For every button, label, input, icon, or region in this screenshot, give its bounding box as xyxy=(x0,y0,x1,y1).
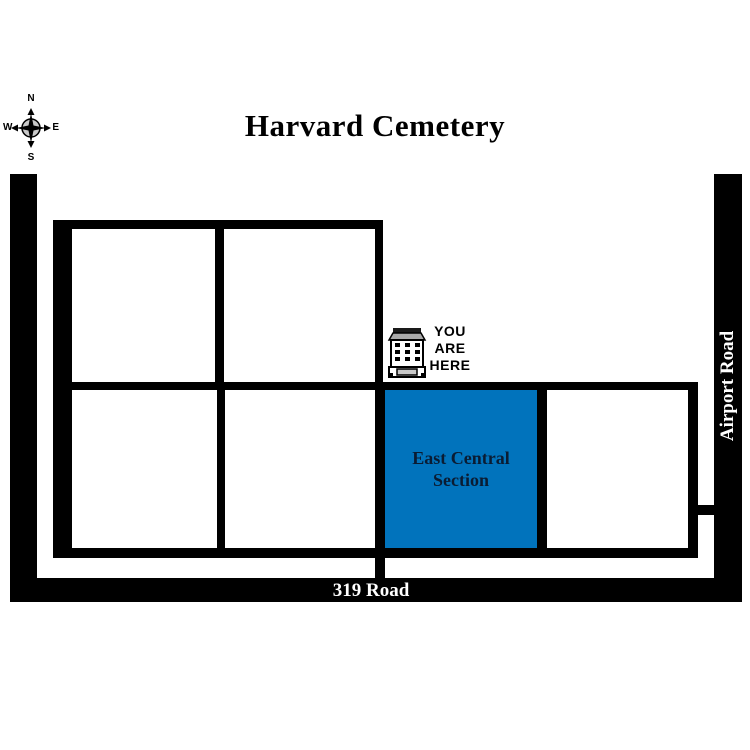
compass-rose-icon xyxy=(11,108,51,148)
you-are-here-line: ARE xyxy=(434,340,466,356)
bottom-row-divider-road-1 xyxy=(217,390,225,548)
top-row-right-road xyxy=(375,220,383,390)
you-are-here-label: YOU ARE HERE xyxy=(421,323,479,374)
cemetery-section xyxy=(72,390,217,548)
cemetery-section xyxy=(72,229,215,382)
building-icon xyxy=(387,328,427,378)
airport-road xyxy=(714,174,742,602)
road-319 xyxy=(10,578,742,602)
bottom-row-divider-road-2 xyxy=(375,390,385,578)
compass-north-label: N xyxy=(27,93,35,104)
cemetery-section xyxy=(547,390,688,548)
east-central-section: East Central Section xyxy=(385,390,537,548)
grid-top-road xyxy=(53,220,383,229)
airport-road-connector xyxy=(698,505,716,515)
cemetery-section xyxy=(225,390,375,548)
road-319-label: 319 Road xyxy=(332,580,410,601)
east-central-section-label: East Central Section xyxy=(412,447,510,491)
road-left-vertical xyxy=(10,174,37,602)
you-are-here-line: HERE xyxy=(429,357,471,373)
compass-west-label: W xyxy=(3,122,13,133)
cemetery-section xyxy=(224,229,375,382)
compass-rose: N S W E xyxy=(3,93,59,163)
grid-right-road xyxy=(688,382,698,558)
you-are-here-line: YOU xyxy=(434,323,466,339)
bottom-row-divider-road-3 xyxy=(537,390,547,548)
airport-road-label: Airport Road xyxy=(717,330,738,442)
compass-east-label: E xyxy=(52,122,59,133)
top-row-divider-road xyxy=(215,229,224,382)
map-title: Harvard Cemetery xyxy=(244,108,506,143)
compass-south-label: S xyxy=(27,152,35,163)
